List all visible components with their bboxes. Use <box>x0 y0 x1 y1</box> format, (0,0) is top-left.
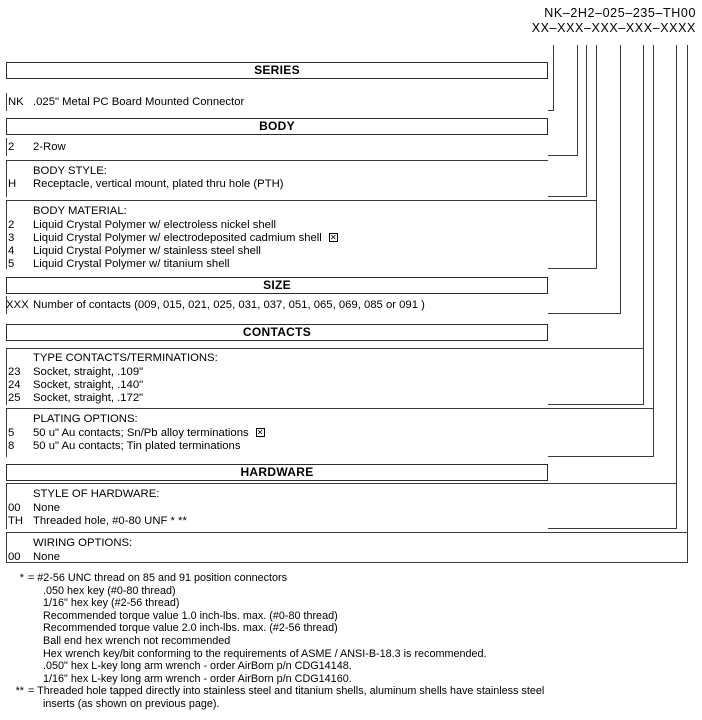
leader-line-type-contacts <box>643 45 644 404</box>
block-edge-type-contacts <box>6 348 7 405</box>
divider-plating <box>6 408 654 409</box>
bracket-body-material <box>548 268 597 269</box>
leader-line-body <box>577 45 578 155</box>
type-contacts-row-desc: Socket, straight, .172" <box>33 392 144 404</box>
leader-line-plating <box>653 45 654 456</box>
leader-line-body-style <box>586 45 587 196</box>
leader-line-style-hardware <box>676 45 677 528</box>
group-label-body-material: BODY MATERIAL: <box>33 205 127 217</box>
footnote-text: Recommended torque value 2.0 inch-lbs. m… <box>43 622 338 635</box>
divider-type-contacts <box>6 348 644 349</box>
bracket-body-style <box>548 196 587 197</box>
leader-line-series <box>553 45 554 110</box>
body-material-row-code: 5 <box>8 258 15 270</box>
block-edge-size <box>6 296 7 314</box>
footnote-text: Hex wrench key/bit conforming to the req… <box>43 647 487 660</box>
body-material-row-desc: Liquid Crystal Polymer w/ stainless stee… <box>33 245 261 257</box>
plating-row-desc: 50 u" Au contacts; Tin plated terminatio… <box>33 440 241 452</box>
block-edge-wiring <box>6 532 7 563</box>
bracket-series <box>548 110 554 111</box>
body-material-row-code: 3 <box>8 232 15 244</box>
body-material-row-desc-text: Liquid Crystal Polymer w/ electrodeposit… <box>33 232 322 244</box>
leader-line-size <box>620 45 621 313</box>
footnote-text: .050 hex key (#0-80 thread) <box>43 584 176 597</box>
wiring-options-row-desc: None <box>33 551 61 563</box>
body-material-row-desc: Liquid Crystal Polymer w/ electroless ni… <box>33 219 276 231</box>
footnote-text: = Threaded hole tapped directly into sta… <box>28 685 545 698</box>
block-edge-body-style <box>6 160 7 197</box>
plating-row-code: 8 <box>8 440 15 452</box>
divider-style-hardware <box>6 483 677 484</box>
divider-body-material <box>6 200 597 201</box>
selected-x-marker-icon: ✕ <box>328 233 338 242</box>
block-top-series <box>6 93 7 94</box>
group-label-body-style: BODY STYLE: <box>33 165 107 177</box>
style-hardware-row-desc: None <box>33 502 61 514</box>
style-hardware-row-code: 00 <box>8 502 21 514</box>
footnote-text: 1/16" hex L-key long arm wrench - order … <box>43 672 352 685</box>
body-row-desc: 2-Row <box>33 141 66 153</box>
body-material-row-code: 2 <box>8 219 15 231</box>
group-label-plating: PLATING OPTIONS: <box>33 413 138 425</box>
footnote-text: Recommended torque value 1.0 inch-lbs. m… <box>43 609 338 622</box>
series-row-code: NK <box>8 96 24 108</box>
plating-row-desc-text: 50 u" Au contacts; Sn/Pb alloy terminati… <box>33 427 249 439</box>
body-style-row-code: H <box>8 178 17 190</box>
style-hardware-row-code: TH <box>8 515 24 527</box>
body-style-row-desc: Receptacle, vertical mount, plated thru … <box>33 178 284 190</box>
wiring-options-row-code: 00 <box>8 551 21 563</box>
selected-x-marker-icon: ✕ <box>255 428 265 437</box>
block-edge-body <box>6 138 7 156</box>
plating-row-desc: 50 u" Au contacts; Sn/Pb alloy terminati… <box>33 427 265 440</box>
body-material-row-desc: Liquid Crystal Polymer w/ titanium shell <box>33 258 230 270</box>
leader-line-wiring-options <box>687 45 688 562</box>
type-contacts-row-desc: Socket, straight, .109" <box>33 366 144 378</box>
footnote-text: inserts (as shown on previous page). <box>43 698 220 710</box>
body-material-row-desc: Liquid Crystal Polymer w/ electrodeposit… <box>33 232 338 245</box>
bracket-plating <box>548 456 654 457</box>
bracket-wiring-options <box>6 562 688 563</box>
part-number-header: NK–2H2–025–235–TH00 XX–XXX–XXX–XXX–XXXX <box>532 6 696 36</box>
type-contacts-row-desc: Socket, straight, .140" <box>33 379 144 391</box>
group-label-wiring-options: WIRING OPTIONS: <box>33 537 133 549</box>
section-title-size: SIZE <box>6 277 548 294</box>
block-edge-body-material <box>6 200 7 269</box>
body-row-code: 2 <box>8 141 15 153</box>
bracket-size <box>548 313 621 314</box>
footnote-text: = #2-56 UNC thread on 85 and 91 position… <box>28 572 287 584</box>
style-hardware-row-desc: Threaded hole, #0-80 UNF * ** <box>33 515 187 527</box>
section-title-hardware: HARDWARE <box>6 464 548 481</box>
footnote-marker: ** <box>15 685 24 698</box>
plating-row-code: 5 <box>8 427 15 439</box>
leader-line-body-material <box>596 45 597 268</box>
body-material-row-code: 4 <box>8 245 15 257</box>
footnote-text: Ball end hex wrench not recommended <box>43 635 231 647</box>
series-row-desc: .025" Metal PC Board Mounted Connector <box>33 96 245 108</box>
group-label-style-hardware: STYLE OF HARDWARE: <box>33 488 160 500</box>
footnote-text: 1/16" hex key (#2-56 thread) <box>43 597 180 610</box>
part-number-template: XX–XXX–XXX–XXX–XXXX <box>531 21 696 35</box>
footnote-marker: * <box>19 572 24 584</box>
divider-wiring <box>6 532 688 533</box>
bracket-style-hardware <box>548 528 677 529</box>
group-label-type-contacts: TYPE CONTACTS/TERMINATIONS: <box>33 352 218 364</box>
bracket-body <box>548 155 578 156</box>
type-contacts-row-code: 23 <box>8 366 21 378</box>
size-row-desc: Number of contacts (009, 015, 021, 025, … <box>33 299 425 311</box>
divider-body-style <box>6 160 548 161</box>
type-contacts-row-code: 25 <box>8 392 21 404</box>
section-title-body: BODY <box>6 118 548 135</box>
section-title-contacts: CONTACTS <box>6 324 548 341</box>
block-edge-series <box>6 93 7 111</box>
type-contacts-row-code: 24 <box>8 379 21 391</box>
section-title-series: SERIES <box>6 62 548 79</box>
part-number-example: NK–2H2–025–235–TH00 <box>544 6 696 20</box>
block-edge-plating <box>6 408 7 457</box>
footnote-text: .050" hex L-key long arm wrench - order … <box>43 660 352 673</box>
bracket-type-contacts <box>548 404 644 405</box>
block-edge-style-hardware <box>6 483 7 529</box>
size-row-code: XXX <box>6 299 29 311</box>
